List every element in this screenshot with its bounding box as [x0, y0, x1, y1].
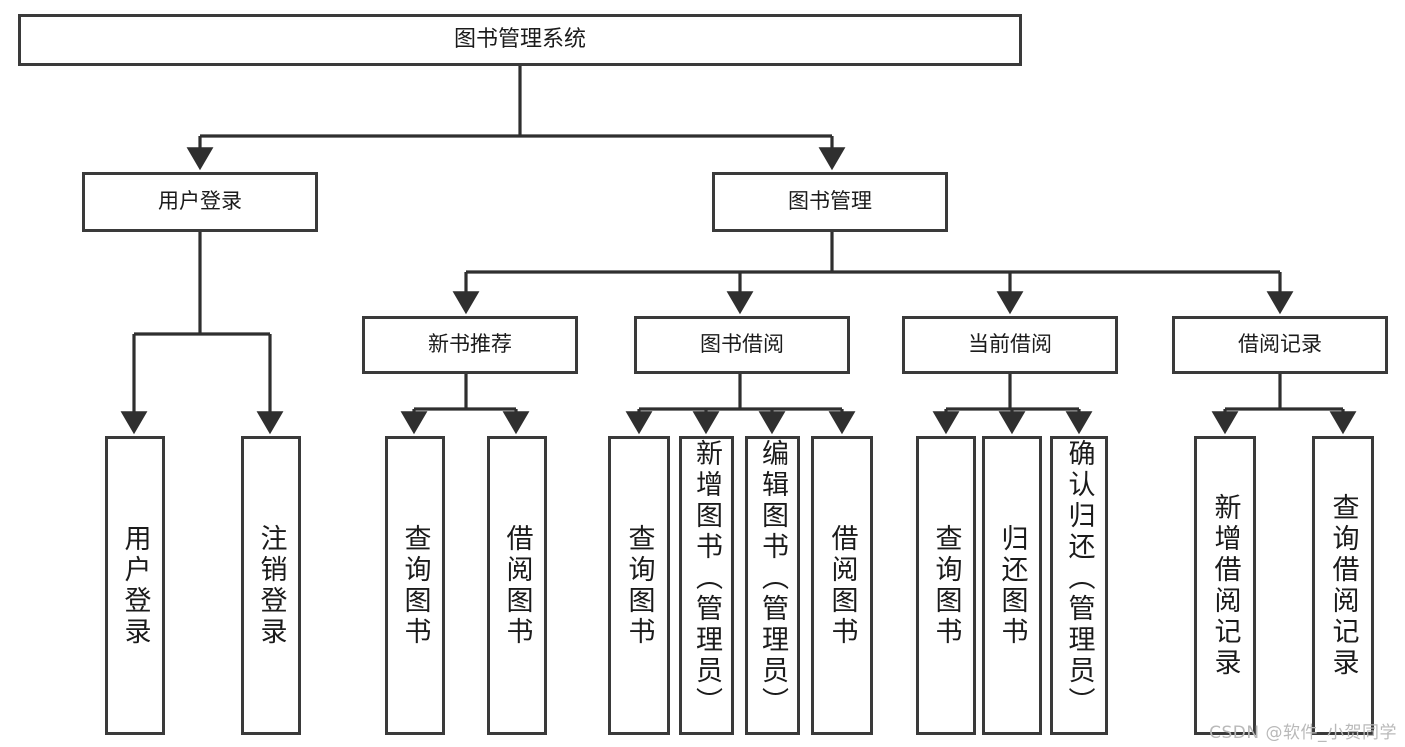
leaf-user-login[interactable]: 用户登录 [105, 436, 165, 735]
node-new-book-recommend-label: 新书推荐 [428, 332, 512, 357]
node-book-management[interactable]: 图书管理 [712, 172, 948, 232]
node-borrow-record-label: 借阅记录 [1238, 332, 1322, 357]
leaf-edit-book-admin-label: 编辑图书（管理员） [757, 439, 788, 718]
leaf-add-borrow-record-label: 新增借阅记录 [1209, 492, 1241, 679]
leaf-query-book-current-label: 查询图书 [930, 523, 962, 648]
leaf-query-book-newbook[interactable]: 查询图书 [385, 436, 445, 735]
node-current-borrow[interactable]: 当前借阅 [902, 316, 1118, 374]
leaf-add-book-admin[interactable]: 新增图书（管理员） [679, 436, 734, 735]
leaf-query-borrow-record[interactable]: 查询借阅记录 [1312, 436, 1374, 735]
leaf-user-login-label: 用户登录 [119, 523, 151, 648]
leaf-borrow-book-borrow-label: 借阅图书 [826, 523, 858, 648]
node-root-label: 图书管理系统 [453, 26, 586, 52]
leaf-query-book-current[interactable]: 查询图书 [916, 436, 976, 735]
leaf-return-book-label: 归还图书 [996, 523, 1028, 648]
node-new-book-recommend[interactable]: 新书推荐 [362, 316, 578, 374]
leaf-logout[interactable]: 注销登录 [241, 436, 301, 735]
node-book-borrow[interactable]: 图书借阅 [634, 316, 850, 374]
leaf-borrow-book-newbook-label: 借阅图书 [501, 523, 533, 648]
node-user-login[interactable]: 用户登录 [82, 172, 318, 232]
watermark: CSDN @软件_小贺同学 [1209, 723, 1397, 743]
node-book-management-label: 图书管理 [788, 189, 872, 214]
leaf-logout-label: 注销登录 [255, 523, 287, 648]
leaf-borrow-book-newbook[interactable]: 借阅图书 [487, 436, 547, 735]
node-book-borrow-label: 图书借阅 [700, 332, 784, 357]
leaf-add-borrow-record[interactable]: 新增借阅记录 [1194, 436, 1256, 735]
leaf-query-book-borrow[interactable]: 查询图书 [608, 436, 670, 735]
leaf-add-book-admin-label: 新增图书（管理员） [691, 439, 722, 718]
node-current-borrow-label: 当前借阅 [968, 332, 1052, 357]
leaf-edit-book-admin[interactable]: 编辑图书（管理员） [745, 436, 800, 735]
leaf-confirm-return-admin-label: 确认归还（管理员） [1063, 439, 1095, 718]
leaf-confirm-return-admin[interactable]: 确认归还（管理员） [1050, 436, 1108, 735]
leaf-return-book[interactable]: 归还图书 [982, 436, 1042, 735]
leaf-query-book-borrow-label: 查询图书 [623, 523, 655, 648]
leaf-borrow-book-borrow[interactable]: 借阅图书 [811, 436, 873, 735]
node-borrow-record[interactable]: 借阅记录 [1172, 316, 1388, 374]
leaf-query-book-newbook-label: 查询图书 [399, 523, 431, 648]
node-user-login-label: 用户登录 [158, 189, 242, 214]
node-root[interactable]: 图书管理系统 [18, 14, 1022, 66]
leaf-query-borrow-record-label: 查询借阅记录 [1327, 492, 1359, 679]
